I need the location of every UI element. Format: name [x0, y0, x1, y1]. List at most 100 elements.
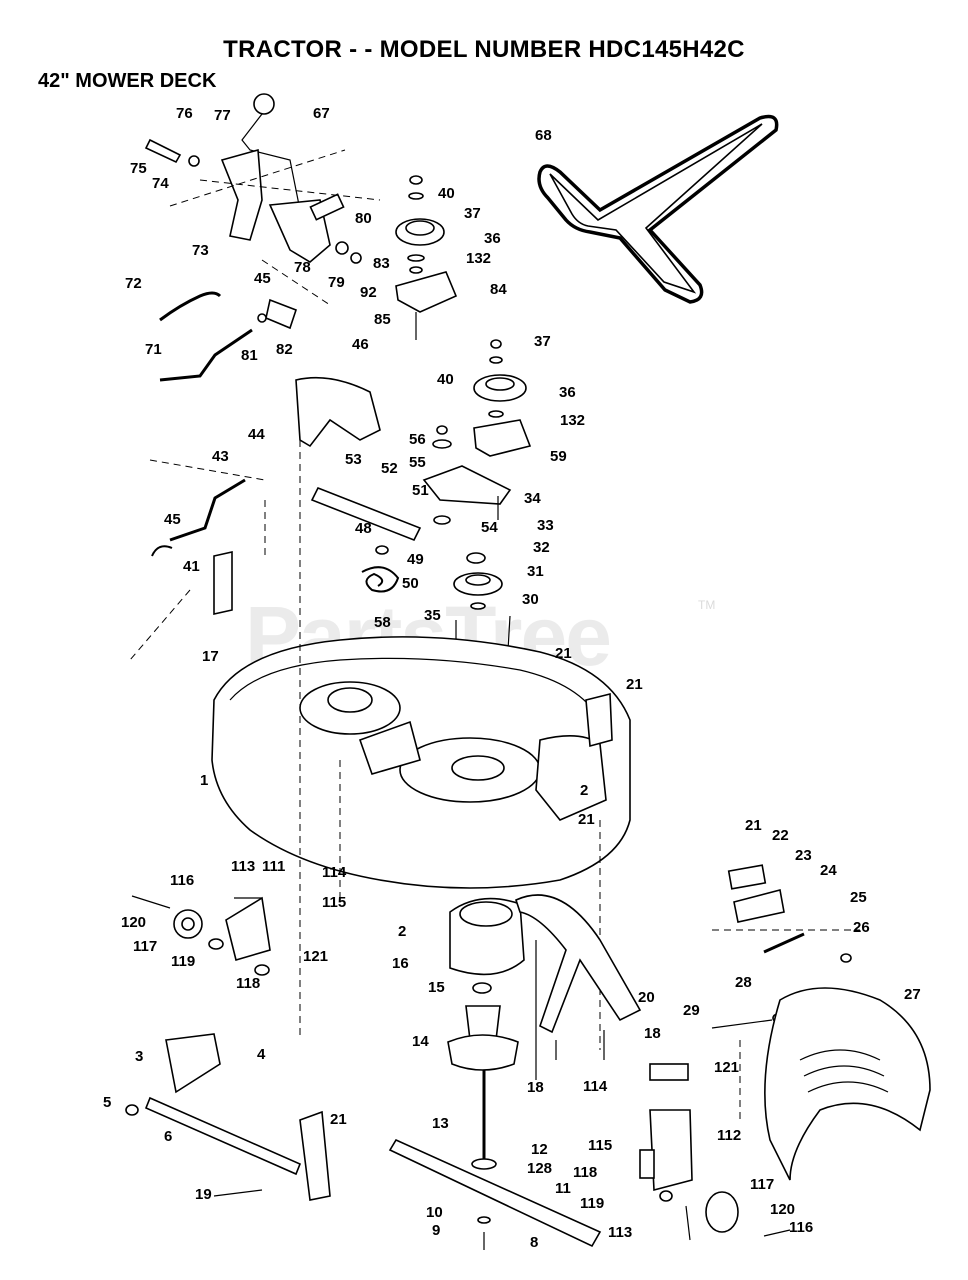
part-callout-18: 18 [644, 1025, 661, 1042]
part-callout-114: 114 [322, 864, 347, 881]
part-callout-113: 113 [231, 858, 255, 875]
page-title: TRACTOR - - MODEL NUMBER HDC145H42C [223, 36, 745, 63]
part-callout-43: 43 [212, 448, 229, 465]
v-belt-drawing [537, 114, 779, 304]
part-callout-46: 46 [352, 336, 369, 353]
part-callout-23: 23 [795, 847, 812, 864]
mower-deck-drawing [211, 440, 631, 1050]
part-callout-74: 74 [152, 175, 169, 192]
part-callout-119: 119 [171, 953, 195, 970]
part-callout-49: 49 [407, 551, 424, 568]
part-callout-55: 55 [409, 454, 426, 471]
part-callout-14: 14 [412, 1033, 429, 1050]
part-callout-37: 37 [464, 205, 481, 222]
part-callout-8: 8 [530, 1234, 538, 1251]
part-callout-27: 27 [904, 986, 921, 1003]
part-callout-58: 58 [374, 614, 391, 631]
part-callout-75: 75 [130, 160, 147, 177]
part-callout-34: 34 [524, 490, 541, 507]
part-callout-20: 20 [638, 989, 655, 1006]
part-callout-35: 35 [424, 607, 441, 624]
left-idler-drawing [125, 895, 331, 1201]
part-callout-115: 115 [588, 1137, 612, 1154]
part-callout-121: 121 [303, 948, 328, 965]
part-callout-77: 77 [214, 107, 231, 124]
lift-lever-drawing [144, 93, 381, 382]
part-callout-85: 85 [374, 311, 391, 328]
lift-rods-drawing [129, 459, 266, 661]
part-callout-11: 11 [555, 1180, 571, 1197]
part-callout-44: 44 [248, 426, 265, 443]
part-callout-112: 112 [717, 1127, 741, 1144]
part-callout-59: 59 [550, 448, 567, 465]
part-callout-24: 24 [820, 862, 837, 879]
part-callout-121: 121 [714, 1059, 739, 1076]
part-callout-10: 10 [426, 1204, 443, 1221]
part-callout-29: 29 [683, 1002, 700, 1019]
part-callout-115: 115 [322, 894, 346, 911]
part-callout-6: 6 [164, 1128, 172, 1145]
part-callout-116: 116 [170, 872, 194, 889]
part-callout-111: 111 [262, 858, 285, 875]
part-callout-2: 2 [398, 923, 406, 940]
part-callout-5: 5 [103, 1094, 111, 1111]
part-callout-15: 15 [428, 979, 445, 996]
part-callout-17: 17 [202, 648, 219, 665]
part-callout-132: 132 [560, 412, 585, 429]
part-callout-84: 84 [490, 281, 507, 298]
part-callout-80: 80 [355, 210, 372, 227]
part-callout-13: 13 [432, 1115, 449, 1132]
part-callout-78: 78 [294, 259, 311, 276]
part-callout-54: 54 [481, 519, 498, 536]
part-callout-33: 33 [537, 517, 554, 534]
part-callout-40: 40 [437, 371, 454, 388]
part-callout-51: 51 [412, 482, 429, 499]
trademark-mark: TM [698, 598, 716, 612]
part-callout-79: 79 [328, 274, 345, 291]
part-callout-113: 113 [608, 1224, 632, 1241]
part-callout-2: 2 [580, 782, 588, 799]
part-callout-117: 117 [750, 1176, 774, 1193]
discharge-chute-drawing [711, 864, 931, 1181]
part-callout-31: 31 [527, 563, 544, 580]
part-callout-41: 41 [183, 558, 200, 575]
part-callout-36: 36 [559, 384, 576, 401]
part-callout-19: 19 [195, 1186, 212, 1203]
part-callout-92: 92 [360, 284, 377, 301]
part-callout-4: 4 [257, 1046, 266, 1063]
part-callout-45: 45 [164, 511, 181, 528]
part-callout-56: 56 [409, 431, 426, 448]
part-callout-118: 118 [236, 975, 260, 992]
part-callout-114: 114 [583, 1078, 608, 1095]
part-callout-18: 18 [527, 1079, 544, 1096]
part-callout-68: 68 [535, 127, 552, 144]
part-callout-36: 36 [484, 230, 501, 247]
part-callout-3: 3 [135, 1048, 143, 1065]
part-callout-128: 128 [527, 1160, 552, 1177]
part-callout-21: 21 [745, 817, 762, 834]
part-callout-21: 21 [330, 1111, 347, 1128]
part-callout-16: 16 [392, 955, 409, 972]
part-callout-52: 52 [381, 460, 398, 477]
part-callout-48: 48 [355, 520, 372, 537]
part-callout-76: 76 [176, 105, 193, 122]
upper-pulley-stack [395, 175, 458, 340]
part-callout-9: 9 [432, 1222, 440, 1239]
part-callout-120: 120 [770, 1201, 795, 1218]
part-callout-120: 120 [121, 914, 146, 931]
part-callout-53: 53 [345, 451, 362, 468]
part-callout-118: 118 [573, 1164, 597, 1181]
part-callout-32: 32 [533, 539, 550, 556]
part-callout-30: 30 [522, 591, 539, 608]
part-callout-81: 81 [241, 347, 258, 364]
part-callout-21: 21 [555, 645, 572, 662]
part-callout-25: 25 [850, 889, 867, 906]
part-callout-21: 21 [578, 811, 595, 828]
part-callout-83: 83 [373, 255, 390, 272]
part-callout-37: 37 [534, 333, 551, 350]
part-callout-119: 119 [580, 1195, 604, 1212]
part-callout-117: 117 [133, 938, 157, 955]
part-callout-45: 45 [254, 270, 271, 287]
